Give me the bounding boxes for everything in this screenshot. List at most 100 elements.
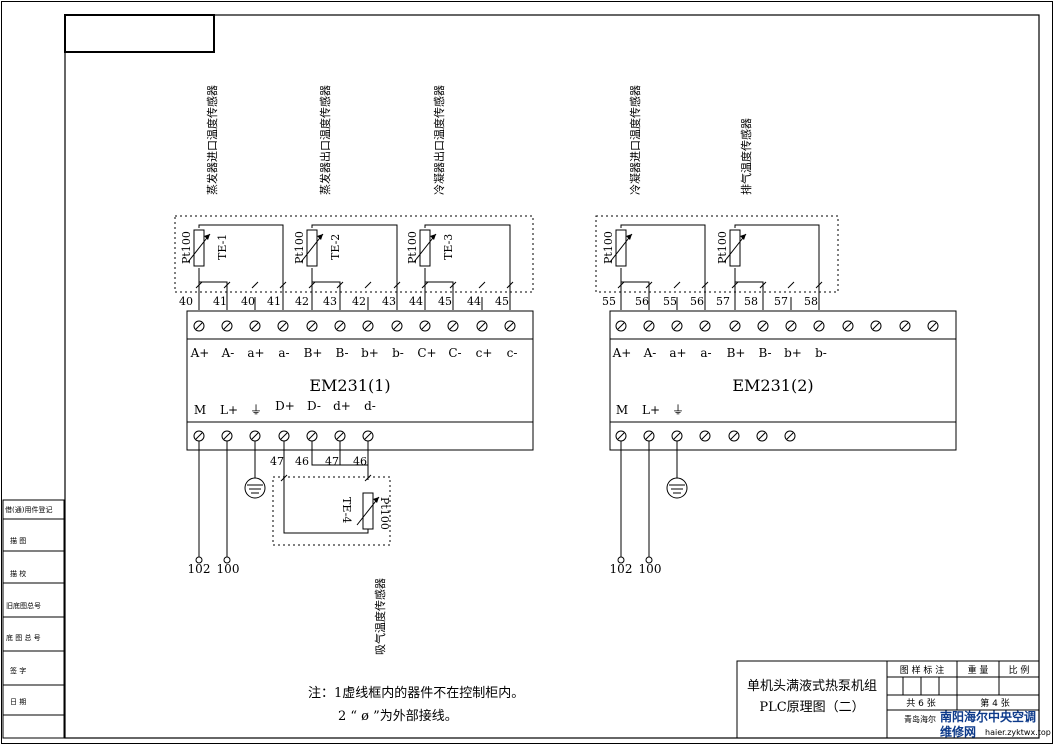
wire-number: 56 bbox=[635, 295, 649, 308]
terminal-label: b- bbox=[815, 346, 827, 360]
watermark-line-1: 南阳海尔中央空调 bbox=[940, 709, 1036, 724]
terminal-screw bbox=[643, 320, 655, 332]
external-wire-marks-3 bbox=[280, 474, 372, 482]
wire-number: 41 bbox=[267, 295, 281, 308]
wire-number: 42 bbox=[352, 295, 366, 308]
out-wire-label: 102 bbox=[610, 562, 633, 576]
title-header: 比 例 bbox=[1009, 664, 1030, 676]
terminal-label: b+ bbox=[784, 346, 802, 360]
terminal-screw bbox=[278, 430, 290, 442]
terminal-label: a+ bbox=[247, 346, 264, 360]
drawing-title-1: 单机头满液式热泵机组 bbox=[747, 679, 877, 694]
module-1-top-terminal-labels: A+ A- a+ a- B+ B- b+ b- C+ C- c+ c- bbox=[190, 346, 518, 360]
terminal-screw bbox=[419, 320, 431, 332]
terminal-screw bbox=[221, 430, 233, 442]
wire-number: 47 bbox=[325, 455, 339, 468]
terminal-label: a+ bbox=[669, 346, 686, 360]
note-line-2: 2 “ ø ”为外部接线。 bbox=[338, 708, 458, 724]
external-box-2 bbox=[595, 215, 839, 293]
terminal-label: A+ bbox=[612, 346, 632, 360]
sensor-label-evap-in: 蒸发器进口温度传感器 bbox=[205, 85, 219, 195]
external-wire-marks-2 bbox=[617, 281, 823, 289]
terminal-label: A+ bbox=[190, 346, 210, 360]
tag-te4: TE-4 bbox=[340, 497, 353, 523]
terminal-screw bbox=[813, 320, 825, 332]
terminal-label: ⏚ bbox=[250, 403, 262, 417]
rtd-label-cond-in: Pt100 bbox=[602, 231, 615, 264]
wire-number: 41 bbox=[213, 295, 227, 308]
terminal-label: b+ bbox=[361, 346, 379, 360]
tag-te1: TE-1 bbox=[216, 234, 229, 260]
wire-number: 57 bbox=[774, 295, 788, 308]
module-2-bottom-terminals bbox=[615, 430, 796, 442]
terminal-label: B- bbox=[335, 346, 348, 360]
terminal-screw bbox=[391, 320, 403, 332]
rtd-wiring-group-1 bbox=[198, 224, 511, 310]
wire-number: 44 bbox=[409, 295, 423, 308]
terminal-screw bbox=[362, 320, 374, 332]
sensor-labels: 蒸发器进口温度传感器 蒸发器出口温度传感器 冷凝器出口温度传感器 冷凝器进口温度… bbox=[205, 85, 753, 655]
ground-symbol-2 bbox=[666, 477, 688, 499]
terminal-screw bbox=[729, 320, 741, 332]
terminal-screw bbox=[870, 320, 882, 332]
terminal-screw bbox=[334, 430, 346, 442]
rtd-cond-in bbox=[609, 229, 633, 267]
module-1-top-terminals bbox=[193, 320, 516, 332]
terminal-screw bbox=[447, 320, 459, 332]
terminal-screw bbox=[615, 320, 627, 332]
external-box-1 bbox=[174, 215, 534, 293]
sensor-label-evap-out: 蒸发器出口温度传感器 bbox=[318, 85, 332, 195]
wire-number: 47 bbox=[270, 455, 284, 468]
terminal-label: a- bbox=[278, 346, 289, 360]
out-wire-label: 100 bbox=[639, 562, 662, 576]
module-1-bottom-terminal-labels: M L+ ⏚ D+ D- d+ d- bbox=[194, 399, 376, 417]
terminal-label: A- bbox=[221, 346, 235, 360]
terminal-screw bbox=[476, 320, 488, 332]
side-label: 底 图 总 号 bbox=[6, 633, 41, 642]
terminal-screw bbox=[249, 320, 261, 332]
module-1-bottom-wire-numbers: 47 46 47 46 bbox=[270, 455, 367, 468]
terminal-screw bbox=[306, 320, 318, 332]
terminal-screw bbox=[784, 430, 796, 442]
side-label: 描 校 bbox=[10, 569, 26, 578]
terminal-label: A- bbox=[643, 346, 657, 360]
title-header: 图 样 标 注 bbox=[900, 664, 945, 676]
wire-number: 43 bbox=[323, 295, 337, 308]
rtd-label-exhaust: Pt100 bbox=[716, 231, 729, 264]
terminal-screw bbox=[785, 320, 797, 332]
terminal-screw bbox=[756, 430, 768, 442]
terminal-label: B+ bbox=[304, 346, 323, 360]
terminal-label: L+ bbox=[642, 403, 660, 417]
terminal-label: M bbox=[194, 403, 206, 417]
wire-number: 58 bbox=[804, 295, 818, 308]
sensor-label-cond-out: 冷凝器出口温度传感器 bbox=[432, 85, 446, 195]
sensor-label-exhaust: 排气温度传感器 bbox=[739, 118, 753, 195]
wire-number: 46 bbox=[295, 455, 309, 468]
terminal-label: c- bbox=[507, 346, 518, 360]
rtd-te1 bbox=[187, 229, 211, 267]
terminal-screw bbox=[671, 320, 683, 332]
wire-end-102 bbox=[195, 556, 203, 564]
em231-module-2 bbox=[609, 310, 957, 451]
sheets-total: 共 6 张 bbox=[906, 698, 935, 709]
watermark-line-2: 维修网 bbox=[940, 724, 976, 739]
terminal-screw bbox=[757, 320, 769, 332]
terminal-screw bbox=[193, 320, 205, 332]
side-label: 日 期 bbox=[10, 698, 26, 706]
wire-number: 44 bbox=[467, 295, 481, 308]
rtd-wiring-group-2 bbox=[620, 224, 820, 310]
wire-number: 45 bbox=[495, 295, 509, 308]
terminal-label: L+ bbox=[220, 403, 238, 417]
rtd-label-te3: Pt100 bbox=[406, 231, 419, 264]
terminal-screw bbox=[362, 430, 374, 442]
wire-number: 57 bbox=[716, 295, 730, 308]
module-1-bottom-terminals bbox=[193, 430, 374, 442]
terminal-screw bbox=[643, 430, 655, 442]
wire-number: 40 bbox=[179, 295, 193, 308]
terminal-label: D- bbox=[307, 399, 321, 413]
wire-number: 55 bbox=[602, 295, 616, 308]
terminal-screw bbox=[899, 320, 911, 332]
company-name: 青岛海尔 bbox=[904, 714, 936, 724]
terminal-screw bbox=[306, 430, 318, 442]
external-box-3 bbox=[272, 476, 391, 546]
